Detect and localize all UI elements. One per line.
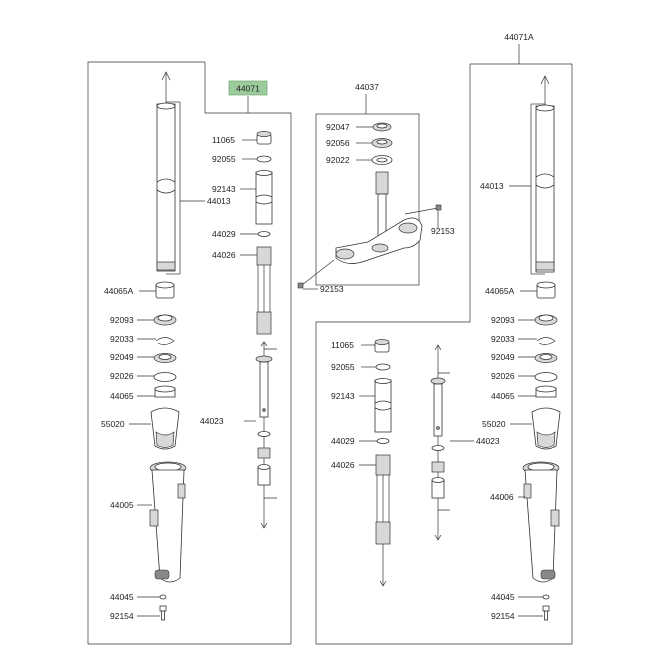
label-55020-left[interactable]: 55020 bbox=[101, 419, 125, 429]
label-92049-right[interactable]: 92049 bbox=[491, 352, 515, 362]
label-92055-left[interactable]: 92055 bbox=[212, 154, 236, 164]
label-44023-left[interactable]: 44023 bbox=[200, 416, 224, 426]
label-92033-left[interactable]: 92033 bbox=[110, 334, 134, 344]
label-44013-right[interactable]: 44013 bbox=[480, 181, 504, 191]
left-lower-parts bbox=[129, 281, 187, 621]
label-92049-left[interactable]: 92049 bbox=[110, 352, 134, 362]
label-44023-right[interactable]: 44023 bbox=[476, 436, 500, 446]
label-92093-right[interactable]: 92093 bbox=[491, 315, 515, 325]
label-44026-left[interactable]: 44026 bbox=[212, 250, 236, 260]
label-92033-right[interactable]: 92033 bbox=[491, 334, 515, 344]
label-44029-left[interactable]: 44029 bbox=[212, 229, 236, 239]
label-92143-left[interactable]: 92143 bbox=[212, 184, 236, 194]
label-44045-right[interactable]: 44045 bbox=[491, 592, 515, 602]
right-inner-tube bbox=[509, 75, 555, 275]
label-55020-right[interactable]: 55020 bbox=[482, 419, 506, 429]
label-44006[interactable]: 44006 bbox=[490, 492, 514, 502]
label-92047[interactable]: 92047 bbox=[326, 122, 350, 132]
label-92154-left[interactable]: 92154 bbox=[110, 611, 134, 621]
label-92055-right[interactable]: 92055 bbox=[331, 362, 355, 372]
label-44065-right[interactable]: 44065 bbox=[491, 391, 515, 401]
right-lower-parts bbox=[510, 281, 561, 621]
kit-label-44071a[interactable]: 44071A bbox=[504, 32, 534, 42]
label-11065-left[interactable]: 11065 bbox=[212, 135, 235, 145]
label-92093-left[interactable]: 92093 bbox=[110, 315, 134, 325]
steering-stem-label[interactable]: 44037 bbox=[355, 82, 379, 92]
right-kit-internals bbox=[359, 339, 474, 587]
label-44005[interactable]: 44005 bbox=[110, 500, 134, 510]
left-inner-tube bbox=[156, 71, 205, 275]
label-92143-right[interactable]: 92143 bbox=[331, 391, 355, 401]
left-kit-internals bbox=[240, 131, 277, 529]
left-kit-frame bbox=[87, 61, 292, 645]
label-92153-lower[interactable]: 92153 bbox=[320, 284, 344, 294]
label-92026-right[interactable]: 92026 bbox=[491, 371, 515, 381]
label-44065a-left[interactable]: 44065A bbox=[104, 286, 134, 296]
right-spring bbox=[375, 454, 391, 545]
label-92026-left[interactable]: 92026 bbox=[110, 371, 134, 381]
label-44065-left[interactable]: 44065 bbox=[110, 391, 134, 401]
label-92153-upper[interactable]: 92153 bbox=[431, 226, 455, 236]
label-11065-right[interactable]: 11065 bbox=[331, 340, 354, 350]
kit-label-44071[interactable]: 44071 bbox=[236, 84, 260, 94]
steering-stem-parts bbox=[297, 122, 442, 290]
label-44013-left[interactable]: 44013 bbox=[207, 196, 231, 206]
steering-stem-frame bbox=[315, 113, 420, 286]
left-spring bbox=[256, 246, 272, 335]
label-92056[interactable]: 92056 bbox=[326, 138, 350, 148]
label-44029-right[interactable]: 44029 bbox=[331, 436, 355, 446]
label-44045-left[interactable]: 44045 bbox=[110, 592, 134, 602]
right-kit-frame bbox=[315, 63, 573, 645]
label-44026-right[interactable]: 44026 bbox=[331, 460, 355, 470]
label-92154-right[interactable]: 92154 bbox=[491, 611, 515, 621]
label-92022[interactable]: 92022 bbox=[326, 155, 350, 165]
label-44065a-right[interactable]: 44065A bbox=[485, 286, 515, 296]
highlight-label-box bbox=[228, 80, 268, 96]
